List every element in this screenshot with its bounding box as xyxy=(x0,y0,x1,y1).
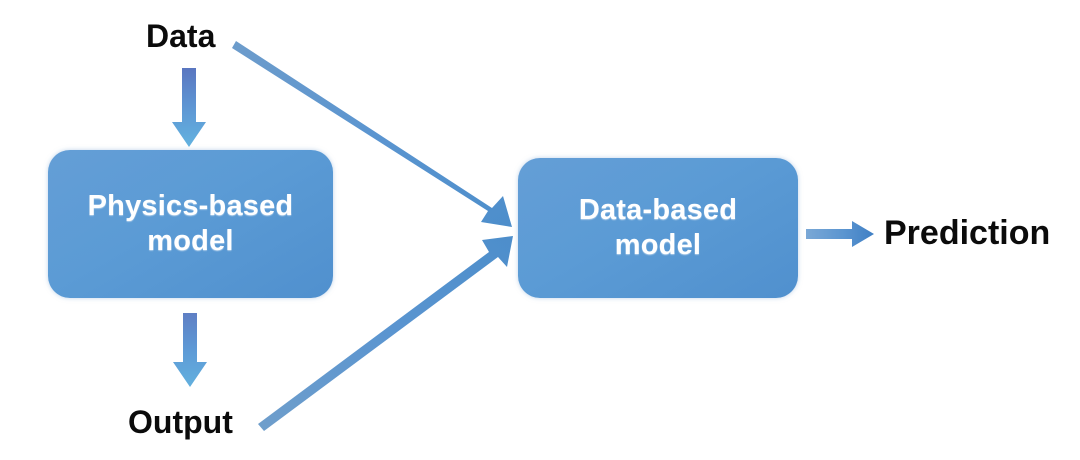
arrow-output-to-data-model xyxy=(258,236,513,431)
node-physics-based-model[interactable]: Physics-based model xyxy=(48,150,333,298)
node-physics-based-model-label: Physics-based model xyxy=(87,189,294,257)
label-output: Output xyxy=(128,404,233,440)
label-prediction: Prediction xyxy=(884,214,1051,252)
arrow-data-model-to-prediction xyxy=(806,221,874,247)
node-data-based-model-label: Data-based model xyxy=(578,193,738,261)
label-data: Data xyxy=(146,18,216,54)
arrow-physics-model-to-output xyxy=(173,313,207,387)
arrow-data-to-data-model xyxy=(232,41,512,227)
arrow-data-to-physics-model xyxy=(172,68,206,147)
node-data-based-model[interactable]: Data-based model xyxy=(518,158,798,298)
